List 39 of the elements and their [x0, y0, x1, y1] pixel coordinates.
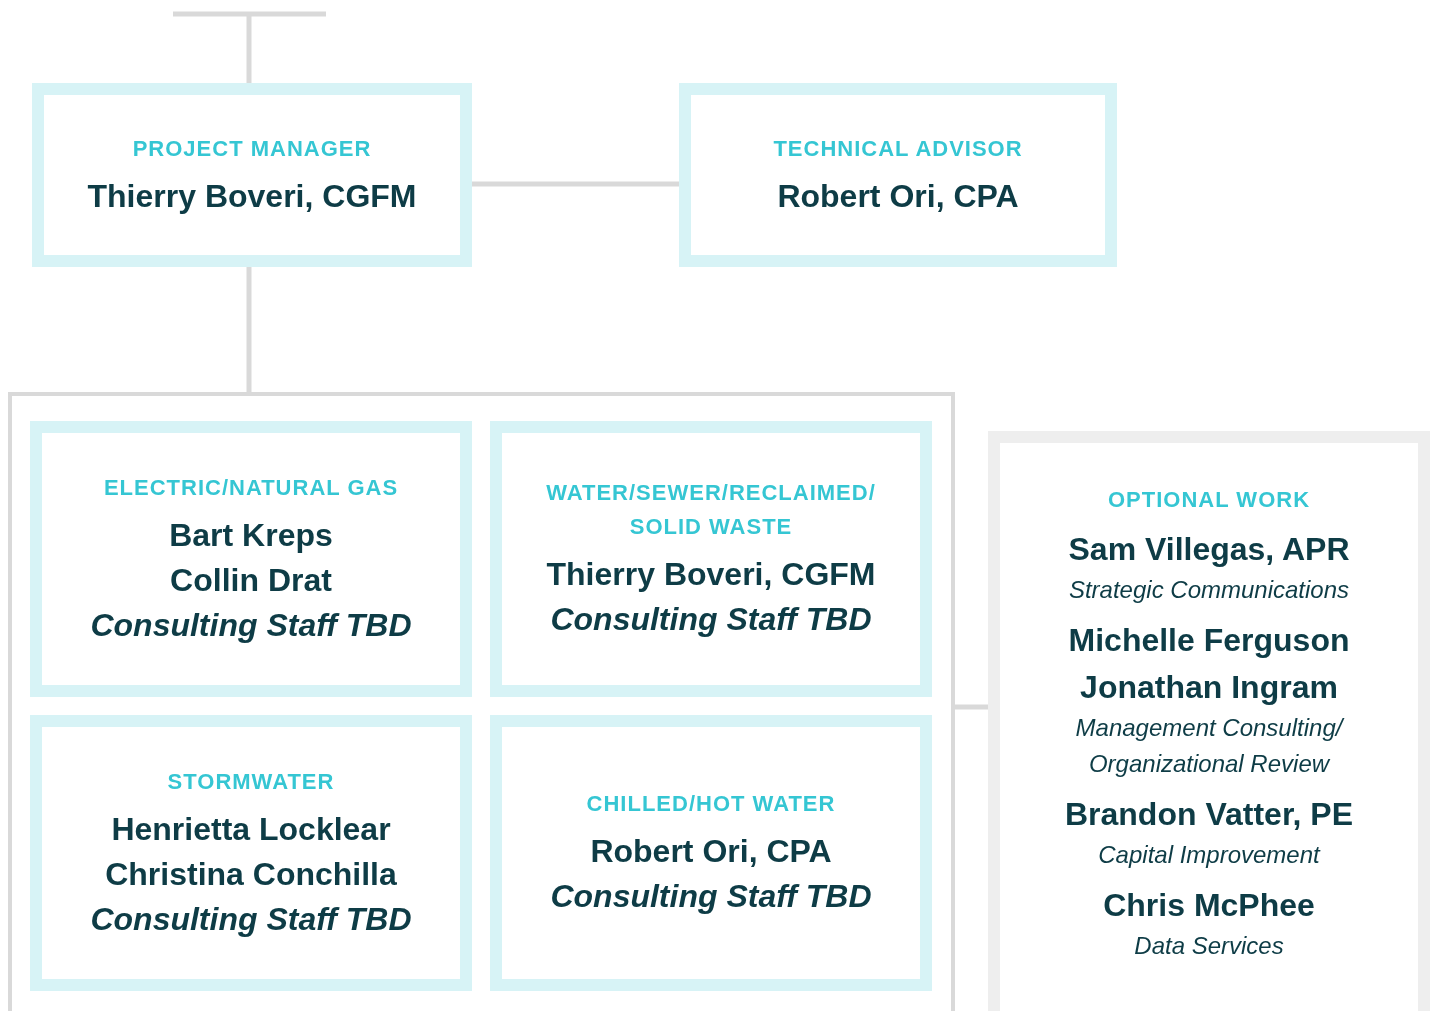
team-card — [490, 421, 932, 697]
role-heading: PROJECT MANAGER — [132, 134, 372, 163]
role-heading: WATER/SEWER/RECLAIMED/ SOLID WASTE — [545, 479, 877, 541]
connector-line — [246, 267, 252, 392]
role-heading: STORMWATER — [167, 767, 335, 796]
role-heading: OPTIONAL WORK — [1108, 486, 1310, 514]
staff-note: Consulting Staff TBD — [90, 899, 412, 939]
person-name: Collin Drat — [170, 560, 332, 600]
person-name: Bart Kreps — [169, 515, 333, 555]
role-heading: CHILLED/HOT WATER — [586, 790, 836, 818]
connector-line — [955, 704, 988, 710]
person-name: Chris McPhee — [1103, 886, 1315, 925]
person-name: Robert Ori, CPA — [777, 176, 1019, 216]
staff-note: Consulting Staff TBD — [90, 605, 412, 645]
role-card — [32, 83, 472, 267]
role-description: Capital Improvement — [1098, 840, 1320, 870]
role-card — [679, 83, 1117, 267]
optional-work-card — [988, 431, 1430, 1011]
person-name: Thierry Boveri, CGFM — [546, 555, 876, 594]
person-name: Jonathan Ingram — [1080, 668, 1338, 707]
person-name: Thierry Boveri, CGFM — [87, 176, 417, 216]
team-card — [30, 715, 472, 991]
role-description: Strategic Communications — [1068, 575, 1350, 605]
group-frame — [8, 392, 955, 1011]
role-description: Management Consulting/ Organizational Review — [1074, 713, 1346, 779]
connector-line — [472, 181, 679, 187]
team-card — [490, 715, 932, 991]
person-name: Brandon Vatter, PE — [1064, 795, 1354, 834]
person-name: Henrietta Locklear — [111, 809, 391, 849]
role-heading: ELECTRIC/NATURAL GAS — [103, 473, 399, 502]
team-card — [30, 421, 472, 697]
role-description: Data Services — [1134, 931, 1284, 961]
person-name: Michelle Ferguson — [1068, 621, 1350, 660]
person-name: Sam Villegas, APR — [1068, 530, 1350, 569]
person-name: Christina Conchilla — [105, 854, 397, 894]
staff-note: Consulting Staff TBD — [550, 877, 872, 916]
person-name: Robert Ori, CPA — [590, 832, 832, 871]
role-heading: TECHNICAL ADVISOR — [773, 134, 1023, 163]
staff-note: Consulting Staff TBD — [550, 600, 872, 639]
